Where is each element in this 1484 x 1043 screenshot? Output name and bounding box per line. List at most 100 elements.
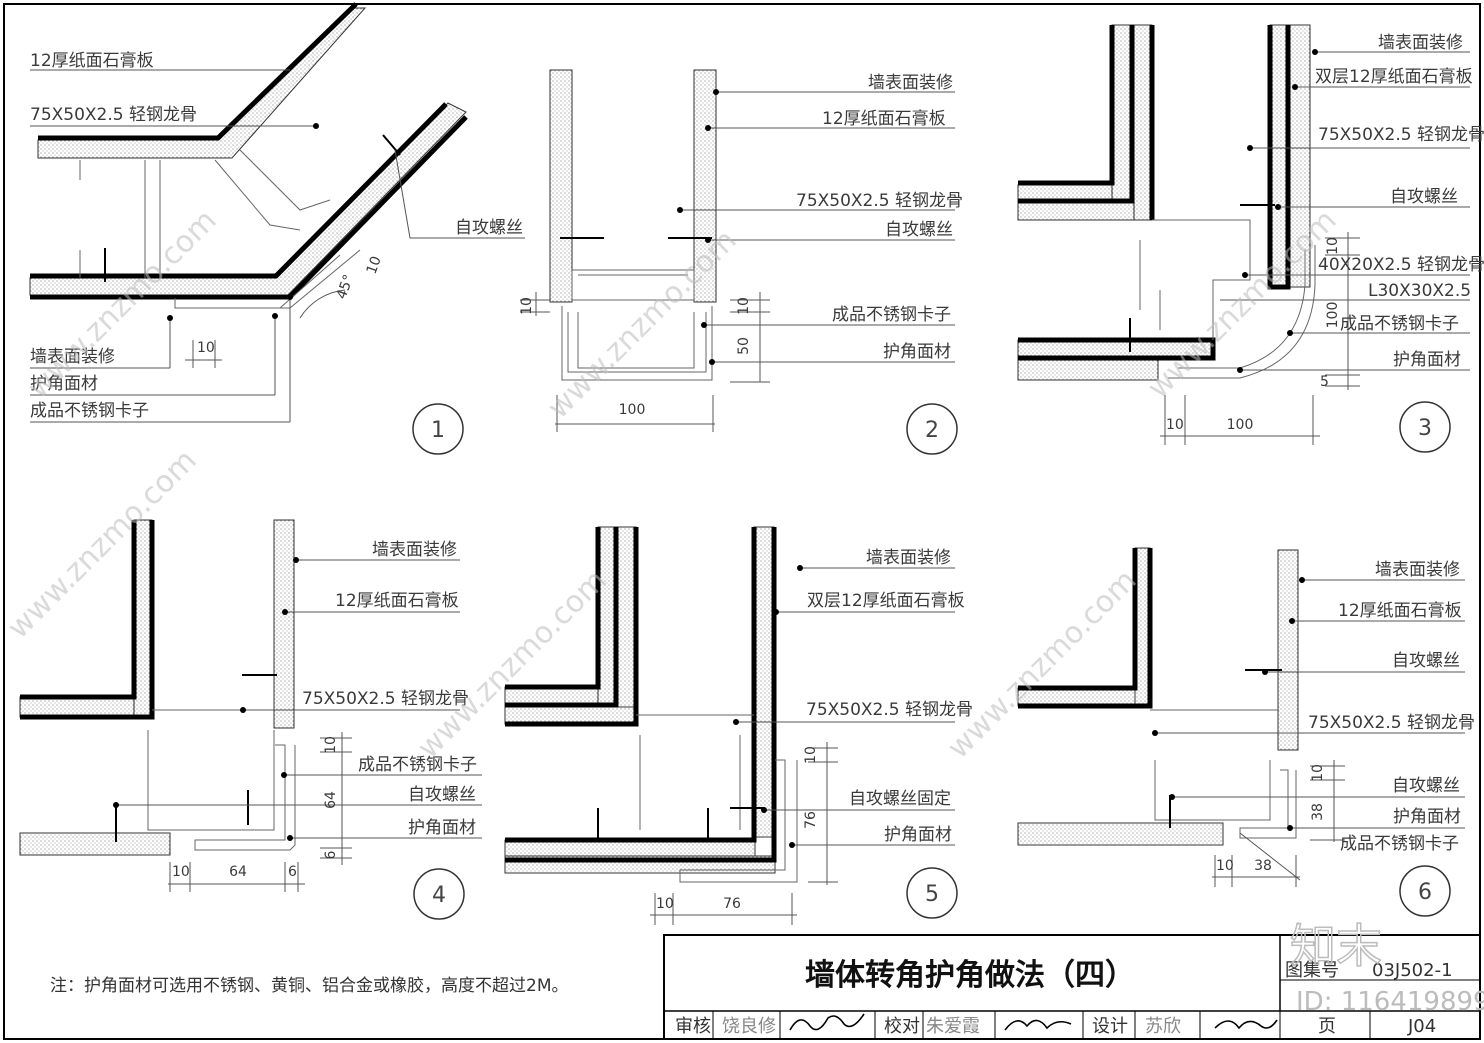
dimension: 76 [723, 896, 741, 912]
dimension: 6 [288, 864, 297, 880]
reviewer-signature [789, 1013, 865, 1031]
detail-number-circle [906, 403, 958, 455]
checker-name: 朱爱霞 [926, 1016, 980, 1037]
drawing-title: 墙体转角护角做法（四） [805, 958, 1135, 993]
gypsum-board [1017, 200, 1135, 221]
dimension: 10 [519, 297, 535, 315]
label: 自攻螺丝 [408, 785, 476, 805]
detail-number: 6 [1418, 880, 1432, 905]
dimension: 100 [619, 402, 646, 418]
label: 自攻螺丝 [455, 218, 523, 238]
label: 墙表面装修 [372, 540, 457, 560]
dimension: 5 [1320, 374, 1329, 390]
detail-number: 5 [925, 882, 939, 907]
label: 护角面材 [884, 825, 952, 845]
gypsum-board [1017, 822, 1224, 846]
label: 墙表面装修 [866, 548, 951, 568]
dimension: 64 [229, 864, 247, 880]
dimension: 45° [334, 273, 358, 302]
label: 成品不锈钢卡子 [1340, 314, 1459, 334]
gypsum-board [1133, 24, 1153, 221]
label: 75X50X2.5 轻钢龙骨 [30, 105, 197, 125]
label: 自攻螺丝 [1390, 187, 1458, 207]
gypsum-board [504, 706, 637, 725]
corner-guard [210, 254, 341, 309]
label: 护角面材 [408, 818, 476, 838]
page-number: J04 [1407, 1016, 1436, 1037]
dimension: 10 [1310, 764, 1326, 782]
review-label: 审核 [675, 1016, 711, 1037]
label: 墙表面装修 [1375, 560, 1460, 580]
steel-stud [214, 159, 301, 231]
title-block: 墙体转角护角做法（四） 图集号 03J502-1 审核 饶良修 校对 朱爱霞 设… [663, 934, 1481, 1040]
label: 12厚纸面石膏板 [822, 108, 946, 129]
dimension: 10 [1325, 237, 1341, 255]
dimension: 10 [323, 736, 339, 754]
detail-3: 墙表面装修 双层12厚纸面石膏板 75X50X2.5 轻钢龙骨 自攻螺丝 40X… [1017, 24, 1484, 453]
label: 自攻螺丝 [1392, 651, 1460, 671]
dimension: 100 [1325, 302, 1341, 329]
label: 墙表面装修 [1378, 33, 1463, 53]
detail-1: 12厚纸面石膏板 75X50X2.5 轻钢龙骨 自攻螺丝 墙表面装修 护角面材 … [29, 2, 525, 455]
gypsum-board [1017, 357, 1159, 381]
checker-signature [1004, 1019, 1072, 1031]
label: 12厚纸面石膏板 [30, 50, 154, 71]
label: 护角面材 [1393, 350, 1461, 370]
gypsum-board [1277, 549, 1299, 751]
gypsum-board [133, 519, 153, 718]
wall-face-line [38, 2, 358, 141]
label: L30X30X2.5 [1368, 281, 1471, 301]
dimension: 38 [1310, 803, 1326, 821]
detail-number-circle [413, 868, 465, 920]
detail-number-circle [1399, 401, 1451, 453]
label: 护角面材 [30, 374, 98, 394]
gypsum-board [19, 832, 171, 856]
dimension: 50 [736, 337, 752, 355]
detail-number-circle [412, 403, 464, 455]
screw-icon [382, 134, 401, 156]
gypsum-board [597, 526, 617, 708]
watermark-id: ID: 1164198998 [1296, 987, 1484, 1017]
detail-4: 墙表面装修 12厚纸面石膏板 75X50X2.5 轻钢龙骨 成品不锈钢卡子 自攻… [19, 519, 482, 920]
dimension: 10 [364, 254, 385, 276]
label: 75X50X2.5 轻钢龙骨 [1318, 125, 1484, 145]
designer-signature [1214, 1019, 1278, 1030]
gypsum-board [19, 696, 135, 718]
corner-guard [1168, 245, 1316, 379]
label: 成品不锈钢卡子 [832, 305, 951, 325]
corner-guard [1178, 250, 1306, 369]
label: 护角面材 [883, 342, 951, 362]
dimension: 6 [323, 850, 339, 859]
label: 墙表面装修 [868, 73, 953, 93]
label: 12厚纸面石膏板 [335, 590, 459, 611]
detail-number-circle [1399, 865, 1451, 917]
watermark-site: www.znzmo.com [941, 563, 1144, 766]
detail-number: 3 [1418, 416, 1432, 441]
drawing-note: 注：护角面材可选用不锈钢、黄铜、铝合金或橡胶，高度不超过2M。 [50, 976, 568, 996]
dimension: 10 [803, 746, 819, 764]
label: 75X50X2.5 轻钢龙骨 [302, 689, 469, 709]
reviewer-name: 饶良修 [722, 1016, 776, 1037]
watermark-site: www.znzmo.com [21, 203, 224, 406]
atlas-number: 03J502-1 [1372, 960, 1453, 981]
label: 双层12厚纸面石膏板 [1315, 66, 1473, 87]
label: 成品不锈钢卡子 [30, 401, 149, 421]
label: 自攻螺丝 [885, 220, 953, 240]
dimension: 38 [1254, 858, 1272, 874]
dimension: 100 [1227, 417, 1254, 433]
label: 75X50X2.5 轻钢龙骨 [796, 191, 963, 211]
label: 双层12厚纸面石膏板 [807, 590, 965, 611]
label: 墙表面装修 [30, 347, 115, 367]
watermark-brand: 知末 [1290, 919, 1382, 973]
dimension: 64 [323, 791, 339, 809]
detail-number: 2 [925, 418, 939, 443]
detail-number: 4 [432, 883, 446, 908]
watermark-site: www.znzmo.com [1, 443, 204, 646]
dimension: 10 [197, 340, 215, 356]
detail-2: 墙表面装修 12厚纸面石膏板 75X50X2.5 轻钢龙骨 自攻螺丝 成品不锈钢… [519, 69, 963, 455]
dimension: 10 [736, 297, 752, 315]
label: 12厚纸面石膏板 [1338, 600, 1462, 621]
detail-number-circle [906, 867, 958, 919]
gypsum-board [753, 526, 775, 838]
